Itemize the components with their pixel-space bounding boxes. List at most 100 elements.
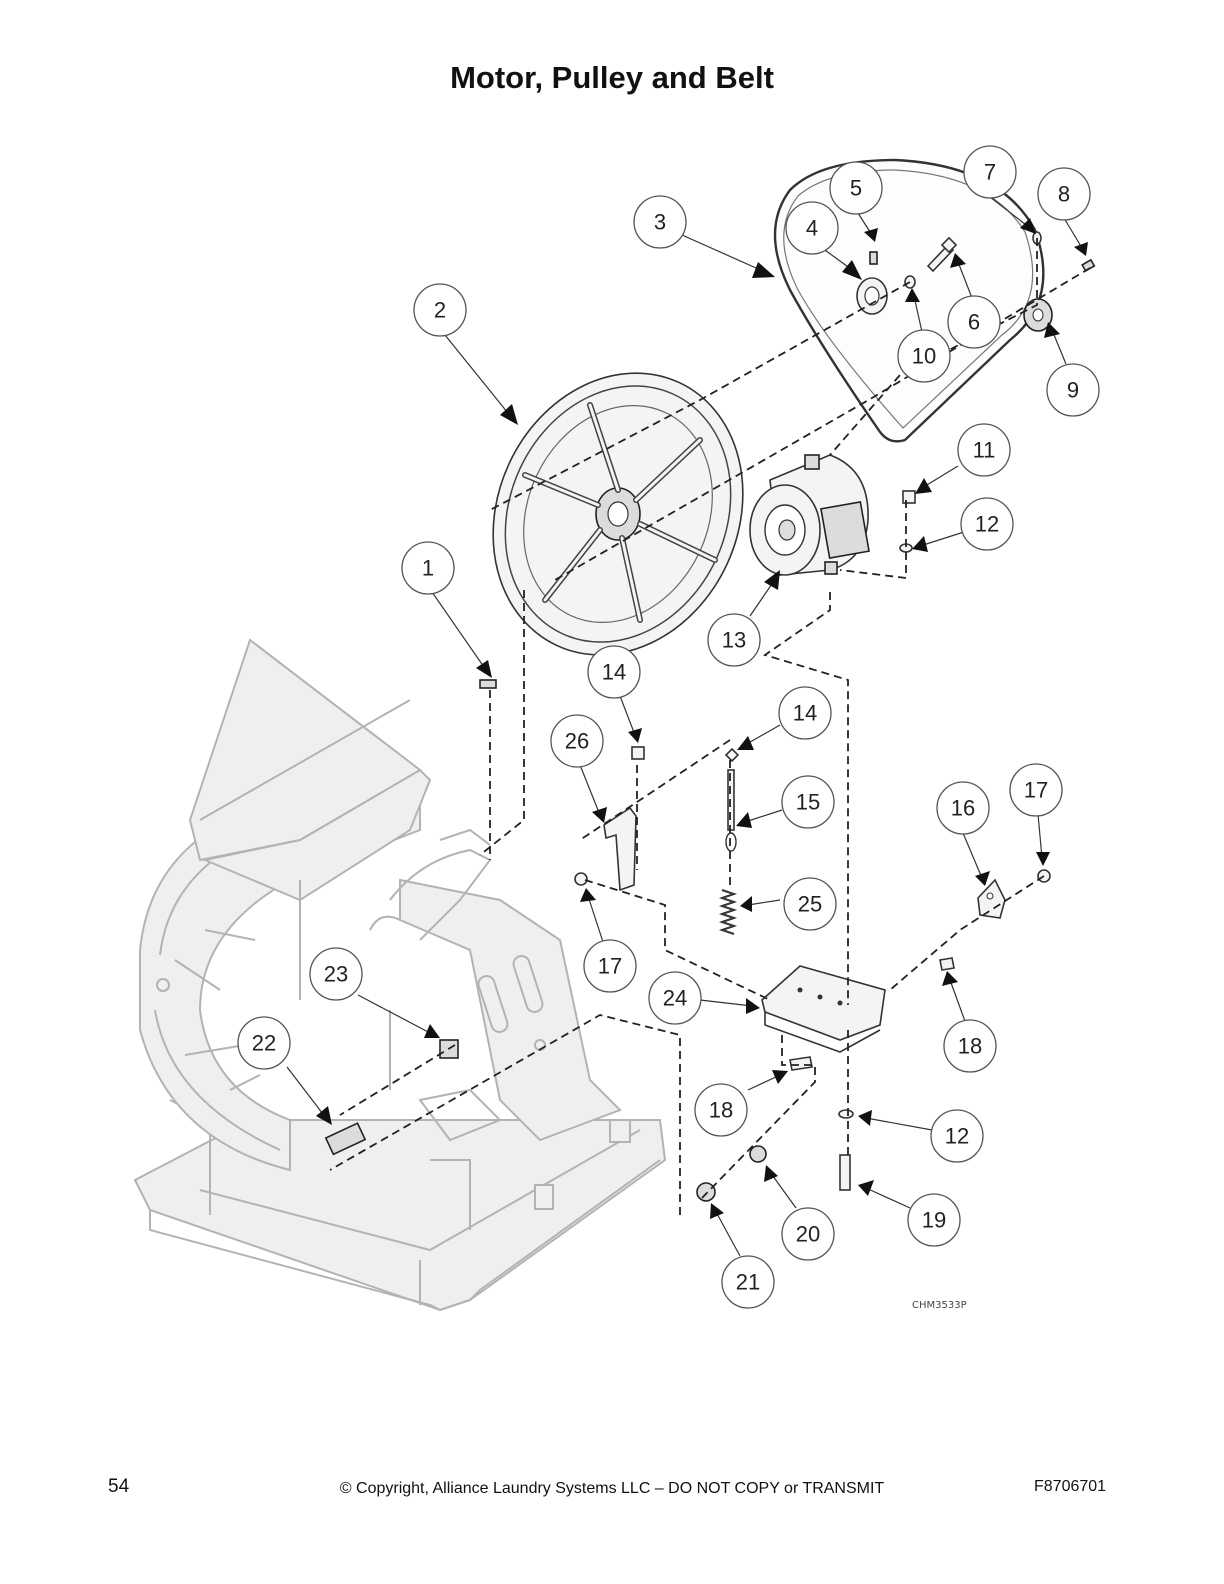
callout-number: 4 — [806, 216, 818, 241]
callout-number: 10 — [912, 344, 936, 369]
callout-circle — [401, 541, 455, 595]
hardware-parts — [324, 231, 1096, 1202]
callout-circle — [943, 1019, 997, 1073]
callout-21: 21 — [721, 1255, 775, 1309]
callout-number: 12 — [975, 512, 999, 537]
callout-14: 14 — [778, 686, 832, 740]
callout-number: 7 — [984, 160, 996, 185]
callout-circle — [957, 423, 1011, 477]
document-number: F8706701 — [1034, 1478, 1107, 1495]
callout-circle — [778, 686, 832, 740]
callout-5: 5 — [829, 161, 883, 215]
callout-circle — [550, 714, 604, 768]
callout-circle — [936, 781, 990, 835]
callout-number: 2 — [434, 298, 446, 323]
callout-number: 11 — [973, 438, 996, 463]
callout-16: 16 — [936, 781, 990, 835]
callout-14: 14 — [587, 645, 641, 699]
callout-18: 18 — [694, 1083, 748, 1137]
callout-circle — [963, 145, 1017, 199]
callout-circle — [960, 497, 1014, 551]
callout-number: 22 — [252, 1031, 276, 1056]
callout-number: 18 — [709, 1098, 733, 1123]
callout-leaders — [286, 196, 1088, 1257]
callout-circle — [785, 201, 839, 255]
callout-17: 17 — [583, 939, 637, 993]
callout-number: 18 — [958, 1034, 982, 1059]
callout-24: 24 — [648, 971, 702, 1025]
callout-number: 16 — [951, 796, 975, 821]
callout-number: 24 — [663, 986, 687, 1011]
callout-circle — [721, 1255, 775, 1309]
callout-number: 17 — [598, 954, 622, 979]
callout-3: 3 — [633, 195, 687, 249]
callout-10: 10 — [897, 329, 951, 383]
callout-6: 6 — [947, 295, 1001, 349]
callout-circle — [897, 329, 951, 383]
callout-number: 25 — [798, 892, 822, 917]
callout-number: 17 — [1024, 778, 1048, 803]
callout-number: 8 — [1058, 182, 1070, 207]
machine-frame-illustration — [133, 638, 667, 1312]
callout-number: 6 — [968, 310, 980, 335]
callout-12: 12 — [960, 497, 1014, 551]
callout-17: 17 — [1009, 763, 1063, 817]
callout-circle — [930, 1109, 984, 1163]
figure-code: CHM3533P — [912, 1300, 967, 1311]
callout-18: 18 — [943, 1019, 997, 1073]
callout-circle — [694, 1083, 748, 1137]
callout-circle — [648, 971, 702, 1025]
callout-circle — [907, 1193, 961, 1247]
callout-1: 1 — [401, 541, 455, 595]
callout-number: 23 — [324, 962, 348, 987]
callout-number: 3 — [654, 210, 666, 235]
motor-part — [749, 454, 870, 576]
page-title: Motor, Pulley and Belt — [450, 60, 774, 95]
callout-11: 11 — [957, 423, 1011, 477]
callout-12: 12 — [930, 1109, 984, 1163]
callout-13: 13 — [707, 613, 761, 667]
callout-20: 20 — [781, 1207, 835, 1261]
callout-circle — [583, 939, 637, 993]
callout-23: 23 — [309, 947, 363, 1001]
callout-15: 15 — [781, 775, 835, 829]
callout-7: 7 — [963, 145, 1017, 199]
callout-2: 2 — [413, 283, 467, 337]
callout-circle — [781, 775, 835, 829]
callout-circle — [783, 877, 837, 931]
callout-19: 19 — [907, 1193, 961, 1247]
callout-25: 25 — [783, 877, 837, 931]
callout-number: 12 — [945, 1124, 969, 1149]
callout-circle — [947, 295, 1001, 349]
callout-number: 21 — [736, 1270, 760, 1295]
large-pulley-part — [492, 372, 744, 656]
callout-circle — [1037, 167, 1091, 221]
callout-22: 22 — [237, 1016, 291, 1070]
callout-number: 1 — [422, 556, 434, 581]
callout-number: 15 — [796, 790, 820, 815]
callout-number: 14 — [793, 701, 817, 726]
callout-circle — [413, 283, 467, 337]
callout-circle — [1046, 363, 1100, 417]
callout-9: 9 — [1046, 363, 1100, 417]
copyright-notice: © Copyright, Alliance Laundry Systems LL… — [339, 1480, 885, 1497]
callout-number: 20 — [796, 1222, 820, 1247]
callout-number: 9 — [1067, 378, 1079, 403]
callout-circle — [309, 947, 363, 1001]
page-number: 54 — [108, 1476, 130, 1497]
callout-number: 13 — [722, 628, 746, 653]
callout-number: 5 — [850, 176, 862, 201]
callout-circle — [829, 161, 883, 215]
callout-4: 4 — [785, 201, 839, 255]
callout-26: 26 — [550, 714, 604, 768]
callout-number: 14 — [602, 660, 626, 685]
callout-circle — [1009, 763, 1063, 817]
callout-number: 19 — [922, 1208, 946, 1233]
callout-circle — [781, 1207, 835, 1261]
callout-number: 26 — [565, 729, 589, 754]
callout-circle — [237, 1016, 291, 1070]
callout-circle — [707, 613, 761, 667]
callout-circle — [587, 645, 641, 699]
